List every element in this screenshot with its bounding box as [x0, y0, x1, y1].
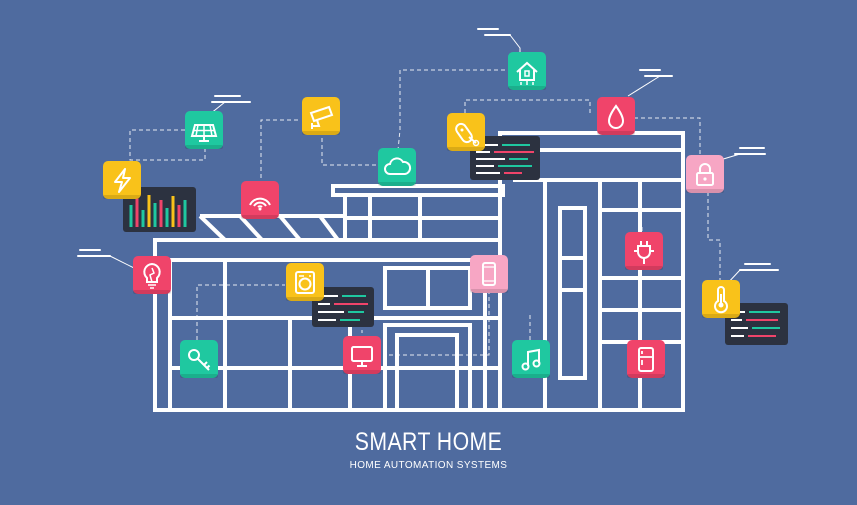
page-subtitle: HOME AUTOMATION SYSTEMS — [349, 460, 508, 471]
refrigerator-icon — [627, 340, 665, 378]
cloud-icon — [378, 148, 416, 186]
washing-machine-icon — [286, 263, 324, 301]
water-drop-icon — [597, 97, 635, 135]
music-note-icon — [512, 340, 550, 378]
security-camera-icon — [302, 97, 340, 135]
smart-home-hub-icon — [508, 52, 546, 90]
bar-graph-panel — [123, 187, 196, 232]
connector-lines — [129, 69, 721, 356]
thermometer-icon — [702, 280, 740, 318]
house-outline — [153, 131, 685, 412]
page-title: SMART HOME — [354, 428, 503, 456]
code-panel-top — [470, 136, 540, 180]
lock-icon — [686, 155, 724, 193]
code-panel-middle — [312, 287, 374, 327]
key-icon — [180, 340, 218, 378]
label-dashes — [77, 28, 779, 271]
key-fob-icon — [447, 113, 485, 151]
wifi-signal-icon — [241, 181, 279, 219]
device-tiles — [103, 52, 740, 378]
smartphone-icon — [470, 255, 508, 293]
code-panel-right — [725, 303, 788, 345]
solar-panel-icon — [185, 111, 223, 149]
power-plug-icon — [625, 232, 663, 270]
tv-monitor-icon — [343, 336, 381, 374]
lightning-icon — [103, 161, 141, 199]
light-bulb-icon — [133, 256, 171, 294]
